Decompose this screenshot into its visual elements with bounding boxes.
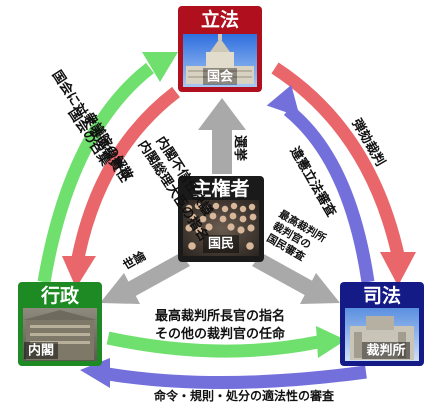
arrow-cabinet-to-court: [106, 326, 346, 358]
arrow-people-to-court: [252, 253, 340, 304]
sovereign-label: 国民: [208, 237, 234, 252]
executive-label: 内閣: [28, 343, 54, 359]
label-legality-review: 命令・規則・処分の適法性の審査: [153, 388, 335, 403]
arrow-cabinet-to-diet: [37, 52, 178, 284]
judicial-label: 裁判所: [366, 343, 405, 359]
label-chief-justice: 最高裁判所長官の指名: [155, 308, 285, 324]
arrow-diet-to-court: [271, 62, 416, 286]
arrow-people-to-diet: [198, 98, 246, 174]
label-election: 選挙: [232, 135, 248, 162]
legislative-label: 国会: [207, 69, 234, 85]
legislative-title: 立法: [201, 8, 239, 31]
crowd-icon: [185, 202, 257, 250]
sovereign-title: 主権者: [192, 177, 249, 200]
sovereign-node[interactable]: 主権者 国民: [178, 176, 264, 262]
supreme-court-icon: [350, 316, 414, 360]
cabinet-office-icon: [23, 310, 97, 360]
executive-title: 行政: [40, 284, 80, 307]
legislative-node[interactable]: 立法 国会: [178, 6, 262, 92]
judicial-title: 司法: [363, 284, 401, 307]
label-other-judges: その他の裁判官の任命: [155, 326, 286, 342]
arrow-court-to-diet: [266, 84, 375, 283]
label-joint-responsibility: 国会に対する連帯責任: [49, 67, 133, 185]
arrow-diet-to-cabinet: [62, 86, 180, 288]
judicial-node[interactable]: 司法 裁判所: [340, 282, 424, 366]
arrow-people-to-cabinet: [100, 253, 190, 304]
diet-building-icon: [186, 34, 254, 84]
label-public-opinion: 世論: [120, 247, 149, 272]
executive-node[interactable]: 行政 内閣: [18, 282, 102, 366]
arrow-court-to-cabinet: [80, 358, 367, 390]
